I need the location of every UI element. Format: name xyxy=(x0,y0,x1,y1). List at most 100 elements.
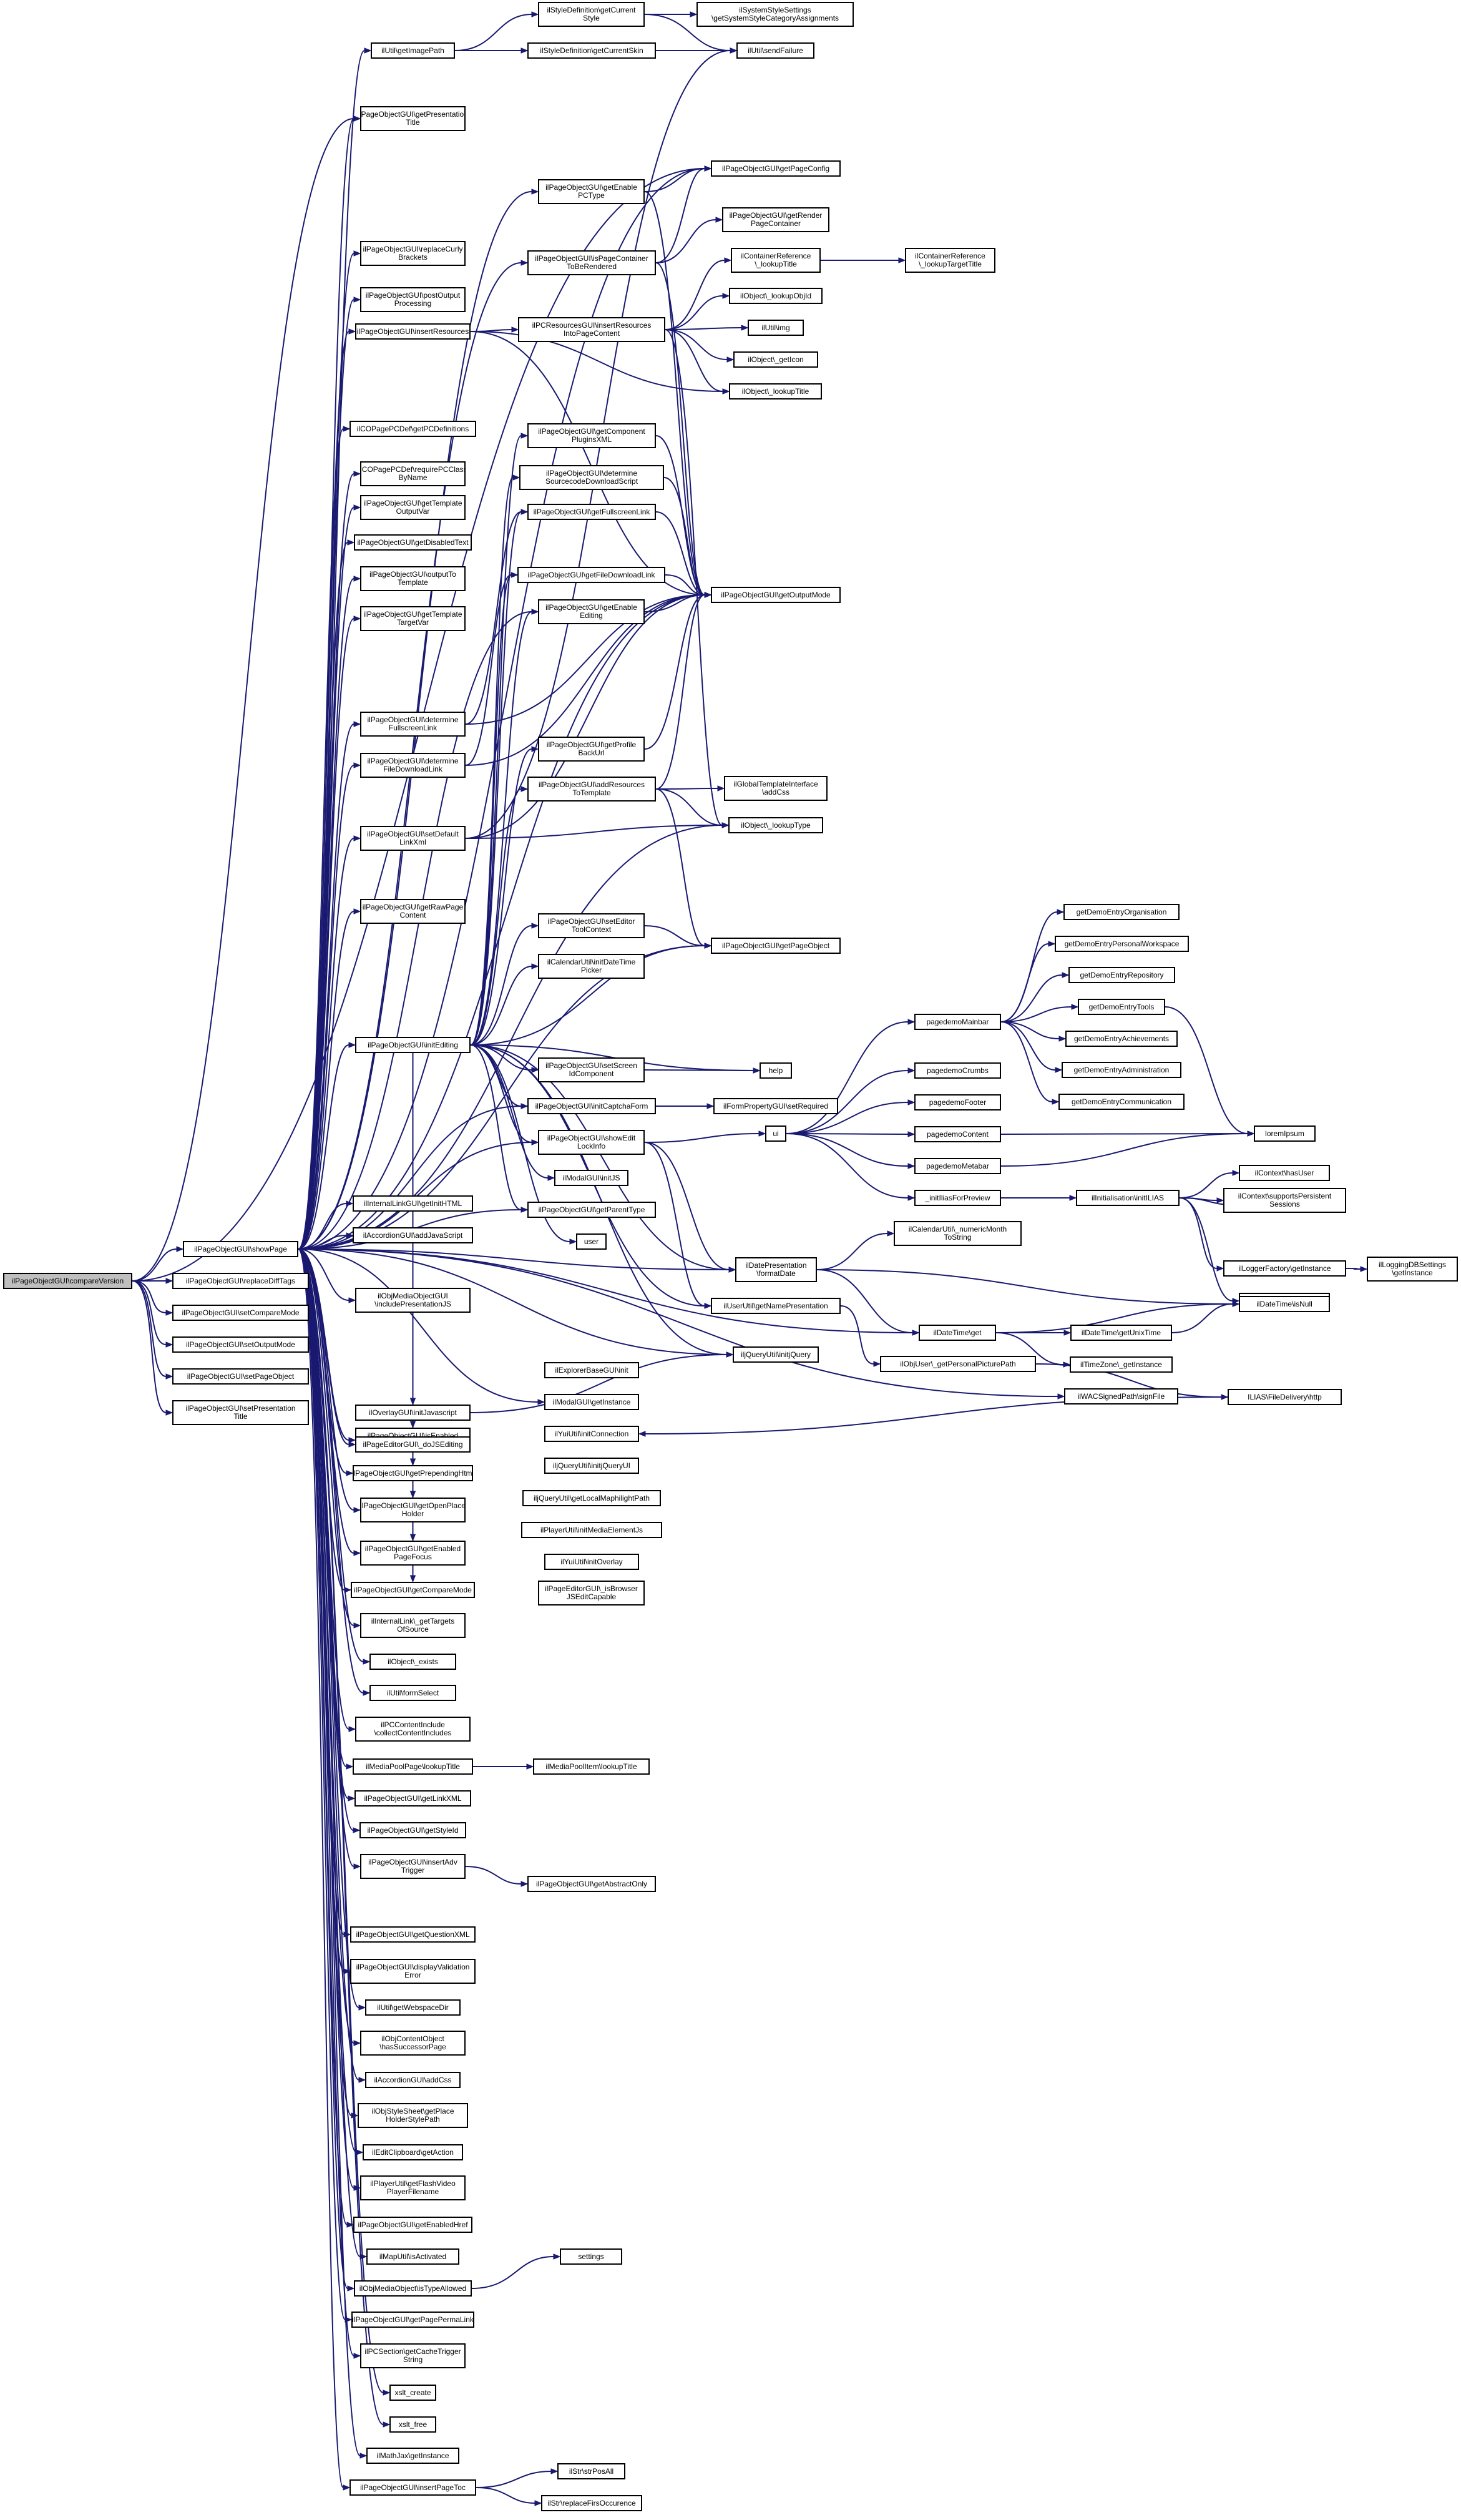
function-node[interactable]: ui xyxy=(765,1125,786,1142)
function-node[interactable]: ilTimeZone\_getInstance xyxy=(1070,1356,1173,1373)
function-node[interactable]: ilObject\_exists xyxy=(369,1654,456,1670)
function-node[interactable]: ilPageEditorGUI\_isBrowser JSEditCapable xyxy=(538,1581,645,1606)
function-node[interactable]: ilInitialisation\initILIAS xyxy=(1076,1190,1180,1206)
function-node[interactable]: ilLoggingDBSettings \getInstance xyxy=(1367,1257,1458,1282)
function-node[interactable]: ilPageObjectGUI\replaceCurly Brackets xyxy=(360,241,466,266)
function-node[interactable]: ilAccordionGUI\addJavaScript xyxy=(353,1227,473,1243)
function-node[interactable]: ilPageObjectGUI\getProfile BackUrl xyxy=(538,737,645,762)
function-node[interactable]: ilPageObjectGUI\getRender PageContainer xyxy=(722,207,829,232)
function-node[interactable]: ilPageObjectGUI\determine FileDownloadLi… xyxy=(360,753,466,778)
function-node[interactable]: iljQueryUtil\getLocalMaphilightPath xyxy=(522,1490,661,1506)
function-node[interactable]: ilCalendarUtil\initDateTime Picker xyxy=(538,954,645,979)
function-node[interactable]: _initIliasForPreview xyxy=(914,1190,1001,1206)
function-node[interactable]: ilYuiUtil\initOverlay xyxy=(544,1554,639,1570)
function-node[interactable]: getDemoEntryTools xyxy=(1078,999,1165,1015)
function-node[interactable]: ilPageObjectGUI\setPageObject xyxy=(172,1368,309,1385)
function-node[interactable]: ilPageObjectGUI\setScreen IdComponent xyxy=(538,1057,645,1082)
function-node[interactable]: ilInternalLink\_getTargets OfSource xyxy=(360,1613,466,1638)
function-node[interactable]: getDemoEntryCommunication xyxy=(1058,1094,1185,1110)
function-node[interactable]: ilPageObjectGUI\setCompareMode xyxy=(172,1305,309,1321)
function-node[interactable]: ilPageObjectGUI\getOpenPlace Holder xyxy=(360,1498,466,1522)
function-node[interactable]: ilObject\_lookupType xyxy=(728,817,823,833)
function-node[interactable]: ilPageObjectGUI\getPrependingHtml xyxy=(353,1465,473,1481)
function-node[interactable]: ilPageObjectGUI\getComponent PluginsXML xyxy=(527,423,656,448)
function-node[interactable]: ilStyleDefinition\getCurrentSkin xyxy=(527,42,656,59)
function-node[interactable]: ILIAS\FileDelivery\http xyxy=(1228,1389,1342,1405)
function-node[interactable]: ilDatePresentation \formatDate xyxy=(735,1257,817,1282)
function-node[interactable]: ilPCResourcesGUI\insertResources IntoPag… xyxy=(518,317,665,342)
function-node[interactable]: user xyxy=(576,1233,607,1250)
function-node[interactable]: ilAccordionGUI\addCss xyxy=(365,2072,461,2088)
function-node[interactable]: ilPCContentInclude \collectContentInclud… xyxy=(355,1717,471,1742)
function-node[interactable]: ilPageObjectGUI\showPage xyxy=(183,1241,298,1257)
function-node[interactable]: ilPageObjectGUI\getEnable Editing xyxy=(538,599,645,624)
function-node[interactable]: ilPageObjectGUI\setDefault LinkXml xyxy=(360,826,466,851)
function-node[interactable]: ilDateTime\get xyxy=(919,1325,996,1341)
function-node[interactable]: ilPageObjectGUI\getDisabledText xyxy=(354,534,472,551)
function-node[interactable]: ilContainerReference \_lookupTitle xyxy=(731,248,821,273)
function-node[interactable]: ilUtil\getWebspaceDir xyxy=(365,1999,461,2016)
function-node[interactable]: ilPageObjectGUI\getParentType xyxy=(527,1202,656,1218)
function-node[interactable]: ilPageObjectGUI\getAbstractOnly xyxy=(527,1876,656,1892)
function-node[interactable]: iljQueryUtil\initjQueryUI xyxy=(544,1458,639,1474)
function-node[interactable]: ilObjMediaObject\isTypeAllowed xyxy=(354,2280,472,2297)
function-node[interactable]: ilPageObjectGUI\determine FullscreenLink xyxy=(360,712,466,737)
function-node[interactable]: xslt_free xyxy=(389,2416,436,2433)
function-node[interactable]: ilPageObjectGUI\initEditing xyxy=(355,1037,471,1053)
function-node[interactable]: ilOverlayGUI\initJavascript xyxy=(355,1405,471,1421)
function-node[interactable]: ilPageObjectGUI\postOutput Processing xyxy=(360,287,466,312)
function-node[interactable]: ilExplorerBaseGUI\init xyxy=(544,1362,639,1378)
function-node[interactable]: ilUtil\getImagePath xyxy=(371,42,455,59)
function-node[interactable]: ilPageObjectGUI\getFileDownloadLink xyxy=(517,567,665,583)
function-node[interactable]: iljQueryUtil\initjQuery xyxy=(733,1346,819,1363)
function-node[interactable]: ilContext\hasUser xyxy=(1239,1165,1330,1181)
function-node[interactable]: ilContext\supportsPersistent Sessions xyxy=(1223,1188,1346,1213)
function-node[interactable]: ilUtil\sendFailure xyxy=(736,42,814,59)
function-node[interactable]: ilPageObjectGUI\getTemplate TargetVar xyxy=(360,606,466,631)
function-node[interactable]: ilMediaPoolItem\lookupTitle xyxy=(533,1758,650,1775)
function-node[interactable]: ilPageObjectGUI\showEdit LockInfo xyxy=(538,1130,645,1155)
function-node[interactable]: getDemoEntryPersonalWorkspace xyxy=(1055,936,1189,952)
function-node[interactable]: pagedemoContent xyxy=(914,1126,1001,1142)
function-node[interactable]: ilEditClipboard\getAction xyxy=(363,2144,463,2160)
function-node[interactable]: pagedemoFooter xyxy=(914,1094,1001,1110)
function-node[interactable]: ilPageObjectGUI\insertAdv Trigger xyxy=(360,1854,466,1879)
function-node[interactable]: ilPageEditorGUI\_doJSEditing xyxy=(355,1436,471,1453)
function-node[interactable]: ilPageObjectGUI\getEnable PCType xyxy=(538,179,645,204)
function-node[interactable]: ilStr\replaceFirsOccurence xyxy=(541,2495,642,2511)
function-node[interactable]: ilModalGUI\getInstance xyxy=(544,1394,639,1410)
function-node[interactable]: ilPlayerUtil\getFlashVideo PlayerFilenam… xyxy=(360,2175,466,2200)
function-node[interactable]: ilPageObjectGUI\setPresentation Title xyxy=(172,1400,309,1425)
function-node[interactable]: pagedemoMetabar xyxy=(914,1158,1001,1174)
function-node[interactable]: ilPageObjectGUI\replaceDiffTags xyxy=(172,1273,309,1289)
function-node[interactable]: ilPageObjectGUI\isPageContainer ToBeRend… xyxy=(527,250,656,275)
function-node[interactable]: help xyxy=(760,1062,792,1079)
function-node[interactable]: ilUtil\formSelect xyxy=(369,1685,456,1701)
function-node[interactable]: ilPageObjectGUI\getRawPage Content xyxy=(360,899,466,924)
function-node[interactable]: ilObjContentObject \hasSuccessorPage xyxy=(360,2031,466,2056)
function-node[interactable]: ilPageObjectGUI\initCaptchaForm xyxy=(527,1098,656,1114)
function-node[interactable]: ilUserUtil\getNamePresentation xyxy=(711,1298,841,1314)
function-node[interactable]: ilContainerReference \_lookupTargetTitle xyxy=(905,248,995,273)
function-node[interactable]: pagedemoMainbar xyxy=(914,1014,1001,1030)
function-node[interactable]: ilPageObjectGUI\outputTo Template xyxy=(360,566,466,591)
function-node[interactable]: ilSystemStyleSettings \getSystemStyleCat… xyxy=(696,2,854,27)
function-node[interactable]: ilStyleDefinition\getCurrent Style xyxy=(538,2,645,27)
function-node[interactable]: ilMapUtil\isActivated xyxy=(366,2248,459,2265)
function-node[interactable]: ilPageObjectGUI\displayValidation Error xyxy=(350,1959,476,1984)
function-node[interactable]: ilPageObjectGUI\getStyleId xyxy=(359,1822,466,1838)
function-node[interactable]: pagedemoCrumbs xyxy=(914,1062,1001,1079)
function-node[interactable]: ilFormPropertyGUI\setRequired xyxy=(713,1098,838,1114)
function-node[interactable]: ilYuiUtil\initConnection xyxy=(544,1426,639,1442)
function-node[interactable]: ilObjMediaObjectGUI \includePresentation… xyxy=(355,1288,471,1313)
function-node[interactable]: xslt_create xyxy=(389,2385,436,2401)
function-node[interactable]: ilMediaPoolPage\lookupTitle xyxy=(353,1758,473,1775)
function-node[interactable]: ilPageObjectGUI\getPageObject xyxy=(711,938,841,954)
function-node[interactable]: ilCOPagePCDef\getPCDefinitions xyxy=(349,421,476,437)
function-node[interactable]: getDemoEntryOrganisation xyxy=(1063,904,1180,920)
function-node[interactable]: ilPageObjectGUI\getLinkXML xyxy=(354,1790,471,1807)
function-node[interactable]: ilPageObjectGUI\getTemplate OutputVar xyxy=(360,495,466,520)
function-node[interactable]: ilUtil\img xyxy=(748,320,804,336)
function-node[interactable]: ilObjUser\_getPersonalPicturePath xyxy=(880,1356,1036,1372)
function-node[interactable]: ilDateTime\getUnixTime xyxy=(1070,1325,1172,1341)
